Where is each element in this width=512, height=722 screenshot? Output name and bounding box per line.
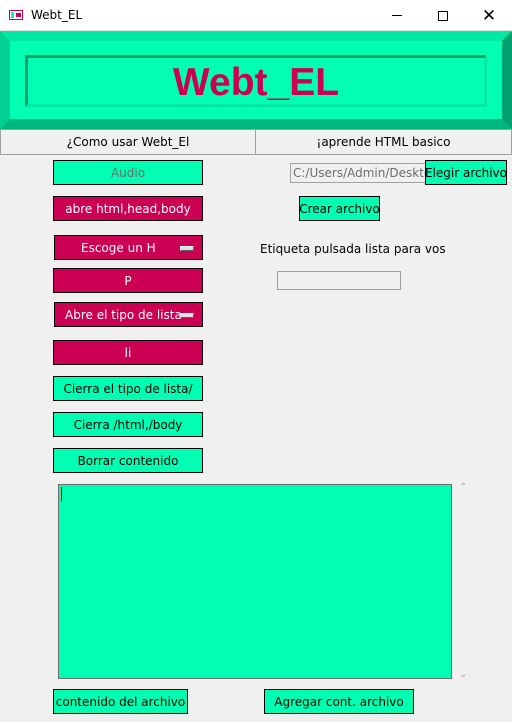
banner-inner-frame	[25, 55, 487, 107]
choose-h-menu[interactable]: Escoge un H	[54, 235, 203, 260]
title-bar[interactable]: Webt_EL ✕	[0, 0, 512, 31]
tab-aprende-html[interactable]: ¡aprende HTML basico	[255, 129, 512, 155]
file-contents-button[interactable]: contenido del archivo	[53, 689, 188, 714]
selected-tag-field[interactable]	[277, 271, 401, 290]
file-path-field[interactable]: C:/Users/Admin/Desktop	[290, 163, 428, 183]
banner-bevel	[0, 31, 512, 129]
option-menu-indicator-icon	[180, 313, 194, 318]
audio-button[interactable]: Audio	[53, 160, 203, 185]
tag-ready-label: Etiqueta pulsada lista para vos	[260, 242, 446, 256]
window-title: Webt_EL	[31, 8, 83, 22]
scroll-down-arrow-icon[interactable]: ⌄	[459, 669, 468, 680]
clear-content-button[interactable]: Borrar contenido	[53, 448, 203, 473]
tab-como-usar[interactable]: ¿Como usar Webt_El	[0, 129, 256, 155]
minimize-icon	[392, 15, 402, 16]
choose-file-button[interactable]: Elegir archivo	[425, 160, 507, 185]
banner: Webt_EL	[0, 31, 512, 129]
p-button[interactable]: P	[53, 268, 203, 293]
minimize-button[interactable]	[374, 0, 420, 31]
li-button[interactable]: li	[53, 340, 203, 365]
close-list-button[interactable]: Cierra el tipo de lista/	[53, 376, 203, 401]
close-icon: ✕	[481, 5, 497, 26]
close-button[interactable]: ✕	[466, 0, 512, 31]
app-icon	[9, 10, 23, 20]
text-caret	[61, 487, 62, 501]
choose-h-label: Escoge un H	[81, 240, 156, 255]
content-text-area[interactable]	[58, 484, 452, 679]
create-file-button[interactable]: Crear archivo	[299, 196, 380, 221]
maximize-button[interactable]	[420, 0, 466, 31]
close-html-button[interactable]: Cierra /html,/body	[53, 412, 203, 437]
option-menu-indicator-icon	[180, 246, 194, 251]
scroll-up-arrow-icon[interactable]: ⌃	[459, 482, 468, 493]
open-html-button[interactable]: abre html,head,body	[53, 196, 203, 221]
open-list-label: Abre el tipo de lista	[65, 307, 182, 322]
maximize-icon	[438, 10, 448, 21]
banner-title: Webt_EL	[172, 61, 340, 104]
open-list-menu[interactable]: Abre el tipo de lista	[54, 302, 203, 327]
append-file-button[interactable]: Agregar cont. archivo	[264, 689, 414, 714]
